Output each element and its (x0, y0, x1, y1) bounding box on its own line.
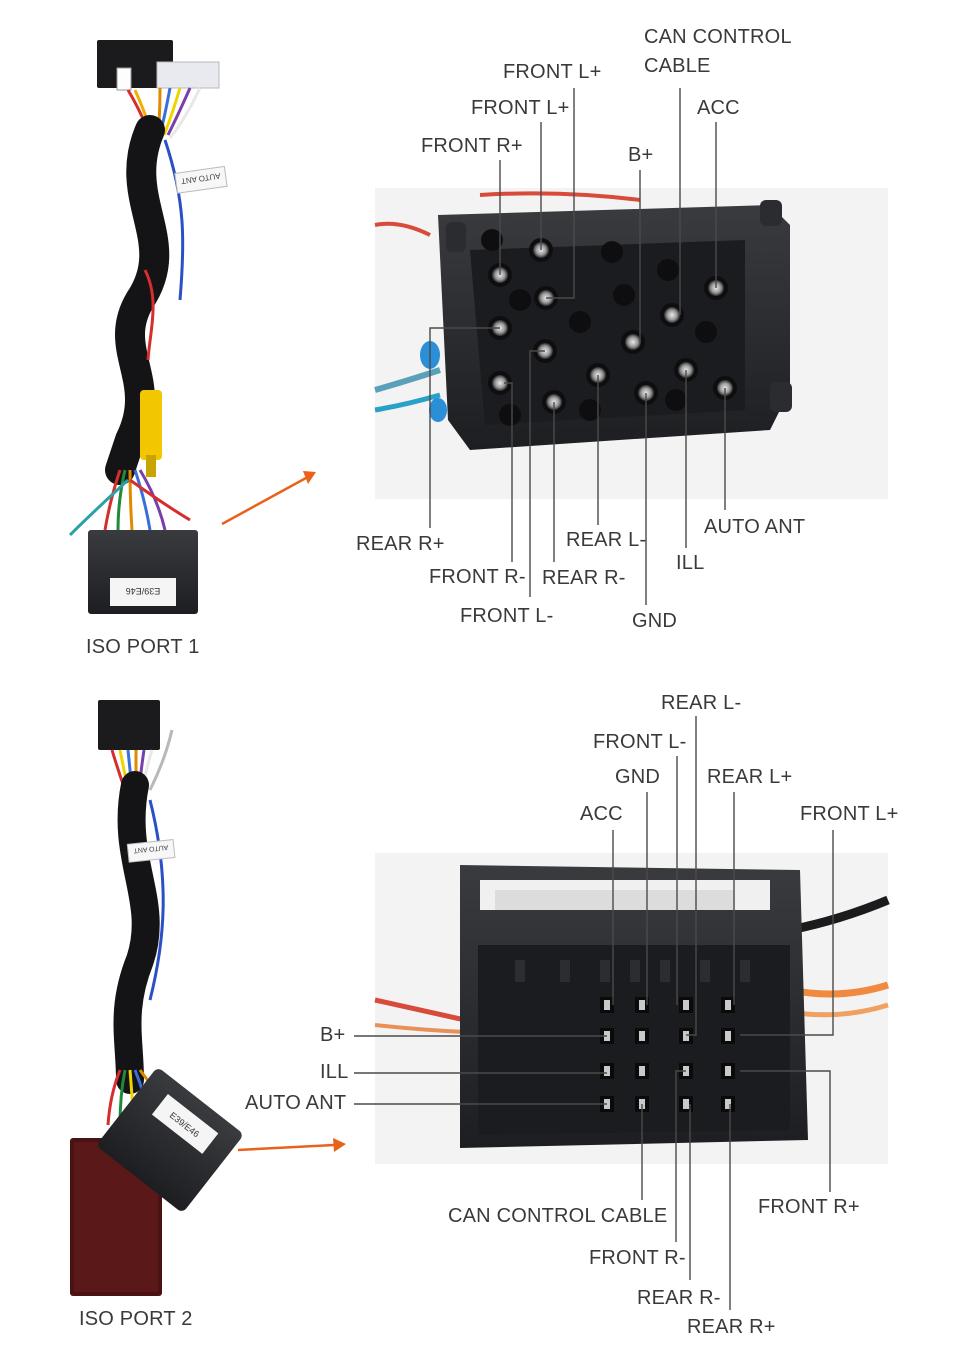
pin-contact (683, 1099, 689, 1109)
label-front-r-minus-1: FRONT R- (429, 566, 526, 588)
connector-ridge (660, 960, 670, 982)
empty-pin-hole (657, 259, 679, 281)
leader-rear-r-plus-1 (429, 327, 500, 528)
harness-2-tag-text: AUTO ANT (132, 843, 168, 854)
label-can-control-cable-2: CAN CONTROL CABLE (448, 1205, 668, 1227)
label-front-r-plus-1: FRONT R+ (421, 135, 523, 157)
pin-contact (604, 1066, 610, 1076)
connector-ridge (700, 960, 710, 982)
pin-contact (639, 1000, 645, 1010)
leader-front-l-plus-top-1 (546, 88, 575, 299)
connector-2-leader-lines (354, 716, 834, 1310)
empty-pin-hole (509, 289, 531, 311)
pin-contact (683, 1031, 689, 1041)
label-gnd-2: GND (615, 766, 661, 788)
arrow-2 (237, 1138, 346, 1152)
connector-ridge (515, 960, 525, 982)
label-ill-1: ILL (676, 552, 705, 574)
label-ill-2: ILL (320, 1061, 349, 1083)
label-can-control-cable-1: CAN CONTROL CABLE (644, 26, 792, 77)
label-b-plus-1: B+ (628, 144, 654, 166)
connector-1-tag-text: E39/E46 (126, 586, 161, 596)
empty-pin-hole (569, 311, 591, 333)
label-front-l-minus-2: FRONT L- (593, 731, 687, 753)
leader-front-r-minus-1 (504, 382, 513, 562)
pin-contact (664, 307, 680, 323)
leader-rear-l-minus-2 (686, 716, 697, 1036)
iso-port-1-caption: ISO PORT 1 (86, 636, 200, 658)
connector-1-leader-lines (429, 88, 726, 605)
pin-contact (492, 375, 508, 391)
pin-contact (604, 1000, 610, 1010)
pin-contact (639, 1031, 645, 1041)
connector-ridge (600, 960, 610, 982)
label-rear-r-minus-1: REAR R- (542, 567, 626, 589)
label-rear-r-minus-2: REAR R- (637, 1287, 721, 1309)
empty-pin-hole (499, 404, 521, 426)
leader-front-r-minus-2 (675, 1070, 686, 1242)
empty-pin-hole (579, 399, 601, 421)
pin-contact (639, 1066, 645, 1076)
iso-port-2-caption: ISO PORT 2 (79, 1308, 193, 1330)
label-rear-l-plus-2: REAR L+ (707, 766, 793, 788)
label-auto-ant-1: AUTO ANT (704, 516, 806, 538)
label-rear-l-minus-2: REAR L- (661, 692, 742, 714)
pin-contact (725, 1031, 731, 1041)
empty-pin-hole (481, 229, 503, 251)
label-b-plus-2: B+ (320, 1024, 346, 1046)
leader-front-r-plus-2 (740, 1070, 831, 1192)
pin-contact (725, 1000, 731, 1010)
empty-pin-hole (601, 241, 623, 263)
label-auto-ant-2: AUTO ANT (245, 1092, 347, 1114)
label-rear-r-plus-2: REAR R+ (687, 1316, 776, 1338)
label-acc-1: ACC (697, 97, 740, 119)
leader-front-l-plus-2 (740, 830, 834, 1036)
label-front-l-minus-1: FRONT L- (460, 605, 554, 627)
empty-pin-hole (613, 284, 635, 306)
iso-connector-2-photo (374, 853, 890, 1164)
connector-ridge (560, 960, 570, 982)
pin-contact (725, 1099, 731, 1109)
connector-ridge (740, 960, 750, 982)
label-front-l-plus-1: FRONT L+ (471, 97, 570, 119)
pin-contact (683, 1000, 689, 1010)
label-front-r-minus-2: FRONT R- (589, 1247, 686, 1269)
leader-front-l-minus-1 (529, 350, 545, 597)
iso-harness-1-illustration: AUTO ANT E39/E46 (68, 40, 228, 614)
connector-ridge (630, 960, 640, 982)
empty-pin-hole (665, 389, 687, 411)
label-front-l-plus-top-1: FRONT L+ (503, 61, 602, 83)
label-front-r-plus-2: FRONT R+ (758, 1196, 860, 1218)
label-front-l-plus-2: FRONT L+ (800, 803, 899, 825)
pin-contact (625, 334, 641, 350)
arrow-1 (221, 471, 316, 526)
iso-harness-2-illustration: AUTO ANT E39/E46 (70, 700, 242, 1296)
label-acc-2: ACC (580, 803, 623, 825)
label-gnd-1: GND (632, 610, 678, 632)
pin-contact (725, 1066, 731, 1076)
label-rear-l-minus-1: REAR L- (566, 529, 647, 551)
empty-pin-hole (695, 321, 717, 343)
label-rear-r-plus-1: REAR R+ (356, 533, 445, 555)
